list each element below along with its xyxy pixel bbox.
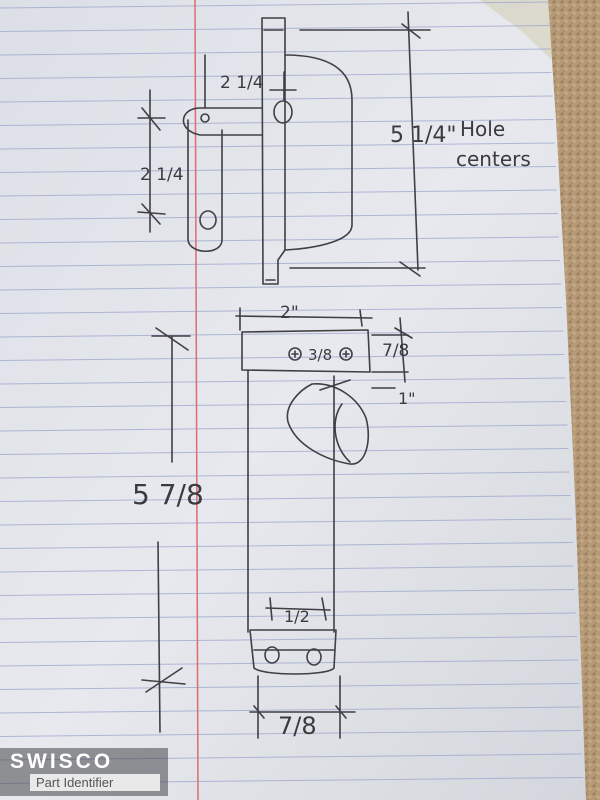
ruled-line — [0, 25, 550, 32]
ruled-line — [0, 283, 562, 291]
ruled-line — [0, 354, 565, 361]
bottom-arm-sketch — [141, 307, 413, 739]
ruled-line — [0, 518, 572, 526]
ruled-line — [0, 589, 575, 596]
note-bottom-flange: 7/8 — [382, 341, 409, 361]
note-bottom-base-width: 7/8 — [278, 712, 317, 740]
note-top-span-centers: centers — [456, 147, 531, 171]
note-top-span: 5 1/4" — [390, 123, 457, 148]
note-bottom-offset: 1" — [398, 389, 416, 408]
ruled-line — [0, 213, 558, 220]
ruled-line — [0, 330, 564, 338]
ruled-line — [0, 142, 555, 150]
ruled-line — [0, 166, 556, 173]
ruled-line — [0, 706, 581, 714]
ruled-line — [0, 95, 553, 103]
ruled-line — [0, 48, 551, 56]
top-bracket-sketch — [137, 11, 431, 285]
note-top-height: 2 1/4 — [140, 165, 184, 185]
ruled-line — [0, 1, 549, 9]
ruled-line — [0, 236, 559, 244]
note-bottom-hole-spacing: 3/8 — [308, 346, 332, 364]
ruled-line — [0, 542, 573, 549]
ruled-line — [0, 307, 563, 314]
swisco-watermark: SWISCO Part Identifier — [0, 748, 168, 796]
ruled-line — [0, 448, 569, 455]
watermark-brand: SWISCO — [10, 750, 114, 773]
ruled-line — [0, 189, 557, 197]
ruled-line — [0, 424, 568, 432]
ruled-line — [0, 72, 552, 79]
ruled-line — [0, 565, 574, 573]
note-top-width: 2 1/4 — [220, 73, 264, 93]
ruled-line — [0, 471, 570, 479]
note-bottom-length: 5 7/8 — [132, 478, 204, 511]
ruled-line — [0, 377, 566, 385]
note-bottom-width: 2" — [280, 303, 299, 323]
ruled-line — [0, 636, 577, 643]
ruled-line — [0, 659, 579, 667]
note-bottom-holes-spacing: 1/2 — [284, 607, 310, 626]
ruled-line — [0, 612, 576, 620]
note-top-span-hole: Hole — [460, 117, 505, 141]
watermark-caption: Part Identifier — [30, 774, 160, 791]
ruled-line — [0, 730, 582, 737]
ruled-line — [0, 260, 561, 267]
ruled-line — [0, 683, 580, 690]
ruled-line — [0, 495, 571, 502]
ruled-line — [0, 119, 554, 126]
ruled-line — [0, 401, 567, 408]
